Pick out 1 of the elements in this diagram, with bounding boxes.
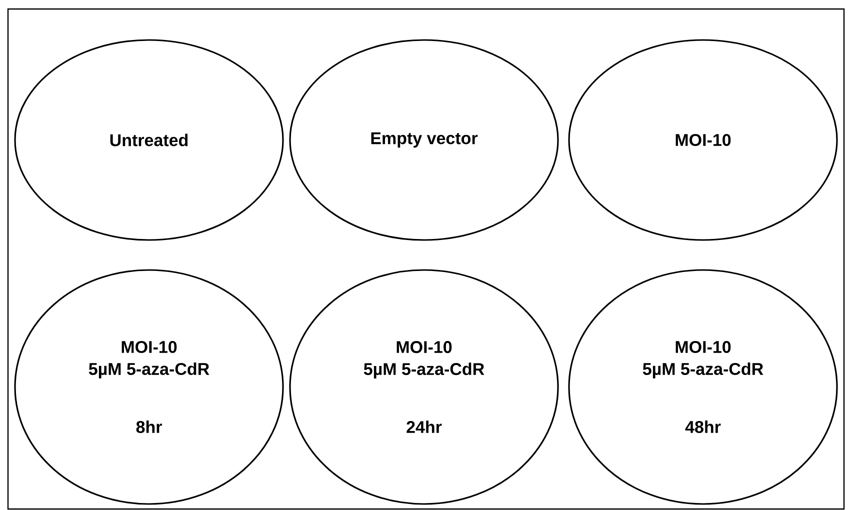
plate-frame — [7, 8, 845, 510]
